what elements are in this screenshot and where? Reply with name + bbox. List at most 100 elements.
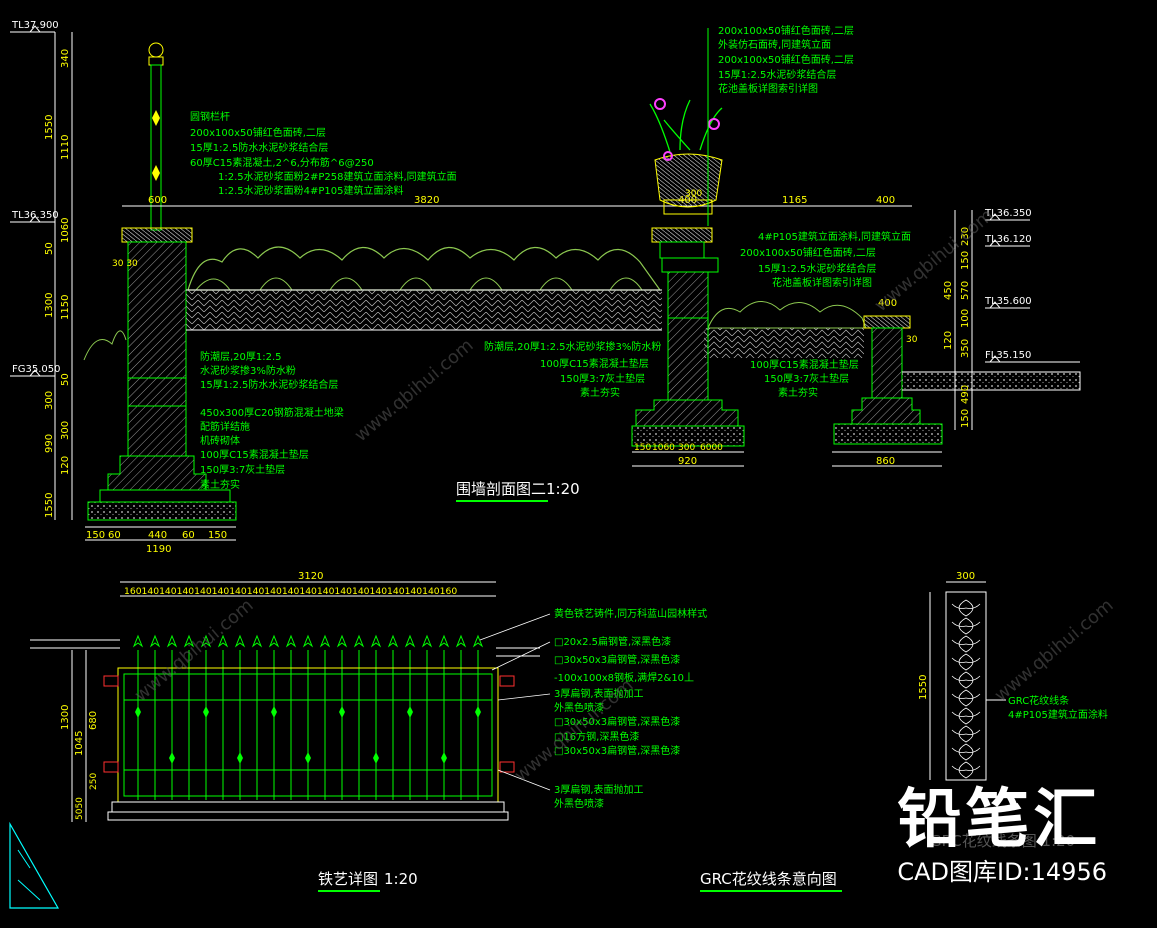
ironwork-scale: 1:20 — [384, 870, 418, 888]
fence-ornament — [407, 706, 413, 718]
vdim: 680 — [88, 711, 99, 730]
fence-spear-tip — [319, 634, 331, 648]
fence-spear-tip — [302, 634, 314, 648]
note: 机砖砌体 — [200, 434, 240, 447]
dim-60: 60 — [182, 530, 195, 541]
grc-leaf — [951, 761, 981, 779]
wall-section: TL37.900 TL36.350 FG35.050 340 1550 1110… — [10, 20, 1081, 555]
right-notes: 4#P105建筑立面涂料,同建筑立面 200x100x50铺红色面砖,二层 15… — [740, 230, 911, 289]
fence-spear-tip — [217, 634, 229, 648]
dim-1165: 1165 — [782, 195, 807, 206]
dim-400: 400 — [876, 195, 895, 206]
note: 100厚C15素混凝土垫层 — [750, 358, 859, 371]
note: 素土夯实 — [200, 478, 240, 491]
note: 防潮层,20厚1:2.5水泥砂浆掺3%防水粉 — [484, 340, 661, 353]
pillar-notes: 圆钢栏杆 200x100x50铺红色面砖,二层 15厚1:2.5防水水泥砂浆结合… — [190, 110, 457, 197]
dim-3120: 3120 — [298, 571, 323, 582]
note: 200x100x50铺红色面砖,二层 — [190, 126, 326, 139]
fence-spear-tip — [149, 634, 161, 648]
note: 1:2.5水泥砂浆面粉2#P258建筑立面涂料,同建筑立面 — [218, 170, 457, 183]
planting — [83, 246, 867, 361]
note: 200x100x50铺红色面砖,二层 — [718, 24, 854, 37]
dim-300: 300 — [678, 443, 695, 453]
fence-spear-tip — [234, 634, 246, 648]
dim-440: 440 — [148, 530, 167, 541]
vdim: 450 — [943, 281, 954, 300]
level-tl36120: TL36.120 — [984, 234, 1032, 245]
grc-leaf — [951, 617, 981, 635]
dim-30: 30 — [906, 335, 918, 345]
note: 素土夯实 — [580, 386, 620, 399]
note: 外装仿石面砖,同建筑立面 — [718, 38, 831, 51]
note: 450x300厚C20钢筋混凝土地梁 — [200, 406, 344, 419]
note: -100x100x8钢板,满焊2&10丄 — [554, 671, 694, 684]
note: 60厚C15素混凝土,2^6,分布筋^6@250 — [190, 156, 374, 169]
note: GRC花纹线条 — [1008, 694, 1069, 707]
ironwork-title: 铁艺详图 — [318, 870, 378, 888]
level-tl37900: TL37.900 — [11, 20, 59, 31]
fence-ornament — [169, 752, 175, 764]
vdim: 1550 — [44, 493, 55, 518]
vdim: 570 — [960, 281, 971, 300]
vdim: 1060 — [60, 218, 71, 243]
grc-leaf — [951, 635, 981, 653]
note: □30x50x3扁钢管,深黑色漆 — [554, 653, 680, 666]
fence-ornament — [203, 706, 209, 718]
fence-ornament — [373, 752, 379, 764]
flower-pot-pillar — [631, 98, 745, 447]
dim-400: 400 — [878, 298, 897, 309]
vertical-dims-left: 340 1550 1110 1060 50 1300 1150 50 300 9… — [44, 49, 71, 518]
fence-spear-tip — [268, 634, 280, 648]
level-tl36350: TL36.350 — [984, 208, 1032, 219]
level-tl35600: TL35.600 — [984, 296, 1032, 307]
fence-spear-tip — [166, 634, 178, 648]
dim-150: 150 — [208, 530, 227, 541]
vdim: 1045 — [74, 731, 85, 756]
grc-leaf — [951, 671, 981, 689]
fence-ornament — [135, 706, 141, 718]
note: □30x50x3扁钢管,深黑色漆 — [554, 715, 680, 728]
mid2-notes: 100厚C15素混凝土垫层 150厚3:7灰土垫层 素土夯实 — [750, 358, 859, 399]
vdim: 50 — [60, 373, 71, 386]
dim-600: 600 — [148, 195, 167, 206]
note: 圆钢栏杆 — [190, 110, 230, 123]
vdim: 340 — [60, 49, 71, 68]
fence-spear-tip — [404, 634, 416, 648]
dim-60: 60 — [108, 530, 121, 541]
note: 素土夯实 — [778, 386, 818, 399]
note: 150厚3:7灰土垫层 — [764, 372, 849, 385]
ironwork-detail: 3120 16014014014014014014014014014014014… — [30, 571, 707, 892]
vdim: 1550 — [44, 115, 55, 140]
note: 黄色铁艺铸件,同万科蓝山园林样式 — [554, 607, 707, 620]
vdim: 300 — [44, 391, 55, 410]
dim-860: 860 — [876, 456, 895, 467]
note: 1:2.5水泥砂浆面粉4#P105建筑立面涂料 — [218, 184, 404, 197]
note: 200x100x50铺红色面砖,二层 — [740, 246, 876, 259]
fence-spear-tip — [455, 634, 467, 648]
note: 水泥砂浆掺3%防水粉 — [200, 364, 296, 377]
vdim: 1300 — [60, 705, 71, 730]
vertical-dims-right: 230 150 570 450 100 350 490 150 120 — [943, 227, 971, 428]
grc-leaf — [951, 725, 981, 743]
fence-spear-tip — [336, 634, 348, 648]
fence-spear-tip — [353, 634, 365, 648]
fence-ornament — [271, 706, 277, 718]
dim-920: 920 — [678, 456, 697, 467]
vdim: 300 — [60, 421, 71, 440]
dim-3820: 3820 — [414, 195, 439, 206]
grc-leaf — [951, 689, 981, 707]
note: 15厚1:2.5防水水泥砂浆结合层 — [200, 378, 338, 391]
dim-300: 300 — [685, 189, 702, 199]
wall-section-scale: 1:20 — [546, 480, 580, 498]
fence-spear-tip — [183, 634, 195, 648]
brand-name: 铅笔汇 — [897, 783, 1102, 857]
fence-spear-tip — [387, 634, 399, 648]
left-pillar — [87, 42, 237, 521]
note: 150厚3:7灰土垫层 — [560, 372, 645, 385]
dim-30-30: 30 30 — [112, 259, 138, 269]
fence-spear-tip — [251, 634, 263, 648]
note: 外黑色喷漆 — [554, 797, 604, 810]
fence-ornament — [441, 752, 447, 764]
brand-id: CAD图库ID:14956 — [897, 858, 1107, 886]
